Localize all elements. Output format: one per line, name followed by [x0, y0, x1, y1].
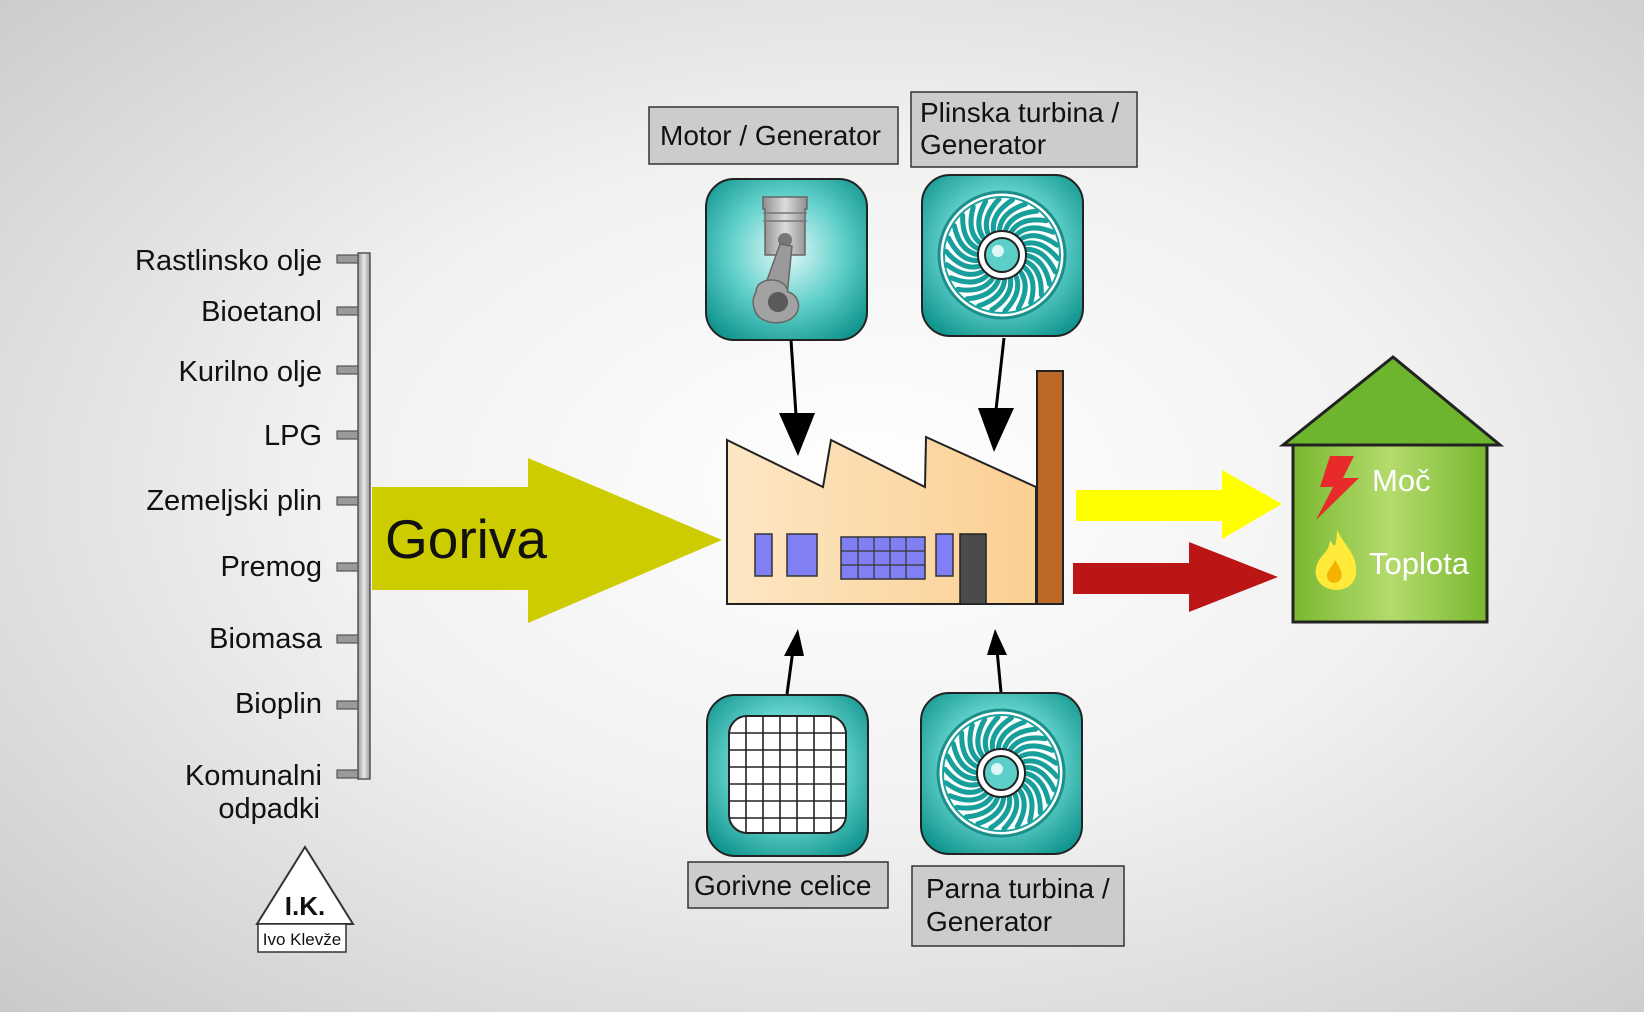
logo-name: Ivo Klevže	[263, 930, 341, 949]
fuel-cells-label: Gorivne celice	[694, 870, 871, 901]
fuel-rail-tick	[336, 769, 359, 779]
fuel-arrow-label: Goriva	[385, 508, 547, 570]
fuel-rail-tick	[336, 306, 359, 316]
house-roof	[1278, 355, 1505, 447]
factory-door	[959, 533, 987, 605]
logo-name-box	[257, 923, 347, 953]
fuel-rail-tick	[336, 496, 359, 506]
fuel-rail	[357, 252, 371, 780]
steam-turbine-arrow	[995, 649, 1003, 693]
house: Moč Toplota	[1278, 355, 1505, 624]
fuel-cells-arrow-head	[784, 629, 804, 656]
steam-turbine-arrow-head	[987, 629, 1007, 655]
power-arrow	[1076, 470, 1282, 539]
factory-window	[935, 533, 954, 577]
fuel-rail-tick	[336, 562, 359, 572]
engine-label-box: Motor / Generator	[648, 106, 899, 165]
flame-icon	[1315, 530, 1357, 590]
fuel-cells-arrow	[785, 649, 795, 695]
fuel-item-label: Rastlinsko olje	[135, 245, 322, 277]
steam-turbine-label: Parna turbina /	[926, 873, 1110, 904]
fuel-item-label: Bioplin	[235, 688, 322, 720]
turbine-icon	[937, 190, 1067, 320]
heat-arrow	[1073, 542, 1278, 612]
fuel-rail-tick	[336, 365, 359, 375]
lightning-icon	[1316, 456, 1359, 520]
fuel-item-label: Komunalni	[185, 760, 322, 792]
fuel-item-label: Zemeljski plin	[146, 485, 322, 517]
fuel-rail-tick	[336, 254, 359, 264]
fuel-item-label: LPG	[264, 420, 322, 452]
fuel-arrow-shape	[372, 458, 722, 623]
fuel-rail-tick	[336, 634, 359, 644]
fuel-rail-tick	[336, 700, 359, 710]
factory-window	[840, 536, 926, 580]
logo-initials: I.K.	[285, 891, 325, 921]
gas-turbine-label: Generator	[920, 129, 1046, 160]
factory	[726, 370, 1064, 605]
gas-turbine-arrow-head	[978, 408, 1014, 452]
fuel-item-label: Premog	[220, 551, 322, 583]
author-logo: I.K. Ivo Klevže	[255, 845, 355, 953]
steam-turbine-tile	[920, 692, 1083, 855]
gas-turbine-tile	[921, 174, 1084, 337]
gas-turbine-label: Plinska turbina /	[920, 97, 1119, 128]
gas-turbine-arrow	[994, 337, 1006, 411]
turbine-icon	[936, 708, 1066, 838]
fuel-cells-label-box: Gorivne celice	[687, 861, 889, 909]
fuel-arrow: Goriva	[372, 458, 722, 623]
steam-turbine-label-box: Parna turbina / Generator	[911, 865, 1125, 947]
steam-turbine-label: Generator	[926, 906, 1052, 937]
fuel-item-label: Kurilno olje	[179, 356, 322, 388]
fuel-cells-tile	[706, 694, 869, 857]
factory-window	[754, 533, 773, 577]
engine-label: Motor / Generator	[660, 120, 881, 151]
engine-tile	[705, 178, 868, 341]
engine-arrow-head	[779, 413, 815, 456]
connector-arrows	[779, 337, 1014, 695]
fuel-item-label: odpadki	[218, 793, 320, 825]
fuel-rail-tick	[336, 430, 359, 440]
fuel-cell-grid-icon	[728, 715, 847, 834]
power-label: Moč	[1372, 463, 1431, 498]
heat-label: Toplota	[1369, 546, 1470, 581]
factory-window	[786, 533, 818, 577]
gas-turbine-label-box: Plinska turbina / Generator	[910, 91, 1138, 168]
fuel-item-label: Bioetanol	[201, 296, 322, 328]
fuel-item-label: Biomasa	[209, 623, 323, 655]
piston-icon	[752, 196, 808, 324]
engine-arrow	[789, 339, 798, 416]
factory-chimney	[1036, 370, 1064, 605]
